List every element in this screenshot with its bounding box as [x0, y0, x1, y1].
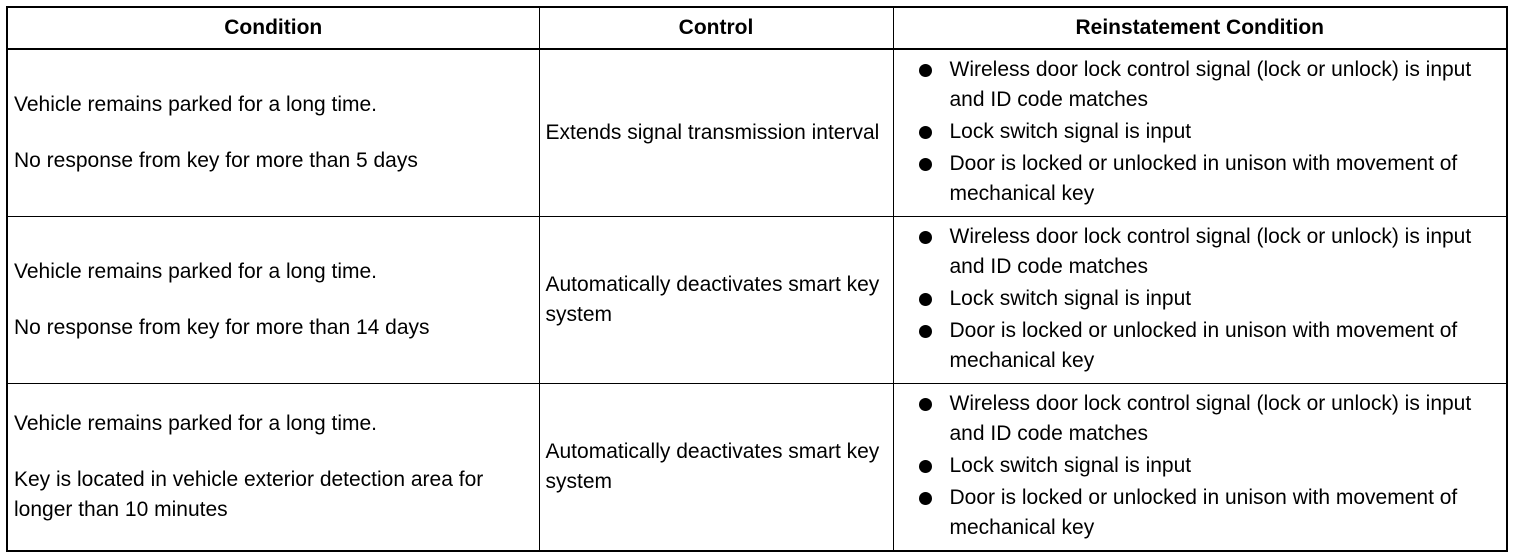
condition-cell: Vehicle remains parked for a long time. … [6, 383, 540, 552]
reinstatement-text: Wireless door lock control signal (lock … [949, 225, 1472, 278]
reinstatement-text: Door is locked or unlocked in unison wit… [949, 486, 1458, 539]
condition-table: Condition Control Reinstatement Conditio… [6, 6, 1508, 552]
reinstatement-text: Lock switch signal is input [949, 287, 1192, 310]
condition-cell: Vehicle remains parked for a long time. … [6, 48, 540, 217]
table-row: Vehicle remains parked for a long time. … [6, 383, 1508, 552]
reinstatement-text: Door is locked or unlocked in unison wit… [949, 152, 1458, 205]
table-header-row: Condition Control Reinstatement Conditio… [6, 6, 1508, 50]
bullet-icon [918, 492, 932, 505]
condition-text: Vehicle remains parked for a long time. [14, 260, 378, 283]
list-item: Door is locked or unlocked in unison wit… [916, 149, 1501, 209]
reinstatement-cell: Wireless door lock control signal (lock … [892, 383, 1508, 552]
control-cell: Automatically deactivates smart key syst… [538, 216, 894, 384]
condition-text: Vehicle remains parked for a long time. [14, 412, 378, 435]
list-item: Wireless door lock control signal (lock … [916, 222, 1501, 282]
reinstatement-list: Wireless door lock control signal (lock … [916, 389, 1501, 543]
bullet-icon [918, 398, 932, 411]
condition-text: Key is located in vehicle exterior detec… [14, 468, 484, 521]
bullet-icon [918, 293, 932, 306]
bullet-icon [918, 325, 932, 338]
list-item: Wireless door lock control signal (lock … [916, 55, 1501, 115]
table-row: Vehicle remains parked for a long time. … [6, 216, 1508, 384]
reinstatement-cell: Wireless door lock control signal (lock … [892, 216, 1508, 384]
list-item: Lock switch signal is input [916, 284, 1501, 314]
bullet-icon [918, 460, 932, 473]
reinstatement-text: Lock switch signal is input [949, 454, 1192, 477]
list-item: Lock switch signal is input [916, 117, 1501, 147]
list-item: Door is locked or unlocked in unison wit… [916, 483, 1501, 543]
table-row: Vehicle remains parked for a long time. … [6, 48, 1508, 217]
reinstatement-list: Wireless door lock control signal (lock … [916, 222, 1501, 376]
control-cell: Automatically deactivates smart key syst… [538, 383, 894, 552]
condition-cell: Vehicle remains parked for a long time. … [6, 216, 540, 384]
bullet-icon [918, 231, 932, 244]
reinstatement-text: Wireless door lock control signal (lock … [949, 392, 1472, 445]
reinstatement-list: Wireless door lock control signal (lock … [916, 55, 1501, 209]
condition-text: No response from key for more than 14 da… [14, 316, 430, 339]
reinstatement-text: Wireless door lock control signal (lock … [949, 58, 1472, 111]
bullet-icon [918, 158, 932, 171]
bullet-icon [918, 126, 932, 139]
reinstatement-cell: Wireless door lock control signal (lock … [892, 48, 1508, 217]
list-item: Lock switch signal is input [916, 451, 1501, 481]
header-reinstatement-condition: Reinstatement Condition [892, 6, 1508, 50]
list-item: Wireless door lock control signal (lock … [916, 389, 1501, 449]
condition-text: Vehicle remains parked for a long time. [14, 93, 378, 116]
condition-text: No response from key for more than 5 day… [14, 149, 418, 172]
bullet-icon [918, 64, 932, 77]
reinstatement-text: Door is locked or unlocked in unison wit… [949, 319, 1458, 372]
control-cell: Extends signal transmission interval [538, 48, 894, 217]
header-control: Control [538, 6, 894, 50]
header-condition: Condition [6, 6, 540, 50]
list-item: Door is locked or unlocked in unison wit… [916, 316, 1501, 376]
reinstatement-text: Lock switch signal is input [949, 120, 1192, 143]
